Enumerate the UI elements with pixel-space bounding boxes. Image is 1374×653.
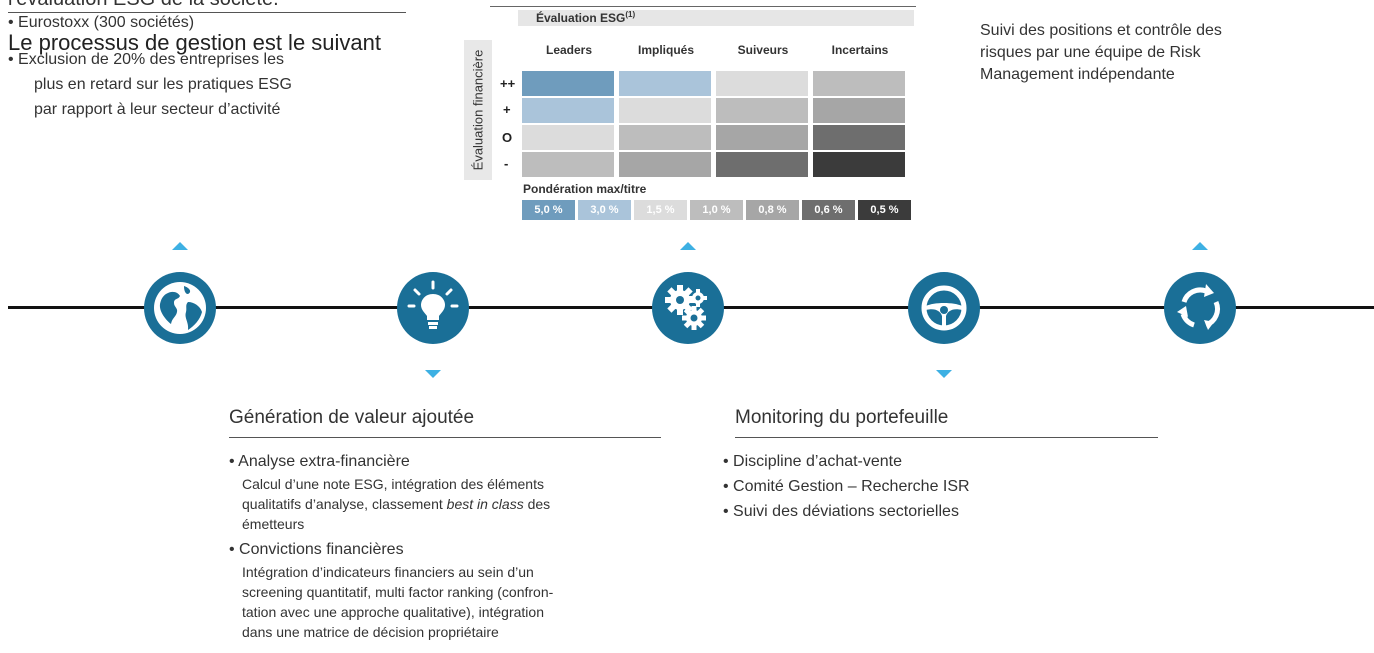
cut-heading: l'évaluation ESG de la société. — [8, 0, 279, 11]
matrix-cell — [522, 125, 614, 150]
analysis-text-line1: Calcul d’une note ESG, intégration des é… — [242, 476, 544, 492]
matrix-cell — [716, 152, 808, 177]
esg-title: Évaluation ESG(1) — [536, 10, 636, 25]
matrix-cell — [619, 98, 711, 123]
monitoring-section-title: Monitoring du portefeuille — [735, 407, 949, 428]
matrix-top-rule — [490, 6, 916, 7]
bullet-exclusion-line2: plus en retard sur les pratiques ESG — [34, 76, 292, 93]
financial-label-band — [464, 40, 492, 180]
monitoring-item-2: • Comité Gestion – Recherche ISR — [723, 478, 970, 495]
convictions-text-line3: tation avec une approche qualitative), i… — [242, 604, 544, 620]
convictions-text-line1: Intégration d’indicateurs financiers au … — [242, 564, 534, 580]
row-header-o: O — [502, 130, 513, 145]
process-title: Le processus de gestion est le suivant — [8, 30, 382, 55]
bullet-exclusion: • Exclusion de 20% des entreprises les — [8, 51, 284, 68]
analysis-text-line2: qualitatifs d’analyse, classement best i… — [242, 496, 551, 512]
pointer-up-1 — [172, 242, 188, 250]
weight-chip: 5,0 % — [522, 200, 575, 220]
matrix-cell — [619, 71, 711, 96]
esg-header-band — [518, 10, 914, 26]
matrix-cell — [522, 98, 614, 123]
matrix-cell — [716, 98, 808, 123]
row-header-plusplus: ++ — [500, 76, 516, 91]
matrix-cell — [813, 98, 905, 123]
weight-chip: 0,6 % — [802, 200, 855, 220]
analysis-title: • Analyse extra-financière — [229, 453, 410, 470]
matrix-cell — [813, 71, 905, 96]
pointer-down-2 — [425, 370, 441, 378]
bullet-exclusion-line3: par rapport à leur secteur d’activité — [34, 101, 281, 118]
weight-chip: 0,8 % — [746, 200, 799, 220]
analysis-text: Calcul d’une note ESG, intégration des é… — [242, 474, 682, 534]
matrix-cell — [813, 152, 905, 177]
matrix-cell — [522, 71, 614, 96]
col-header-incertains: Incertains — [831, 43, 889, 57]
risk-text-line1: Suivi des positions et contrôle des — [980, 22, 1222, 39]
step-circle-5 — [1164, 272, 1236, 344]
steering-wheel-icon — [921, 285, 967, 331]
matrix-cell — [522, 152, 614, 177]
weight-chip: 1,0 % — [690, 200, 743, 220]
risk-text-line2: risques par une équipe de Risk — [980, 44, 1201, 61]
matrix-cell — [619, 152, 711, 177]
value-section-title: Génération de valeur ajoutée — [229, 407, 475, 428]
monitoring-item-3: • Suivi des déviations sectorielles — [723, 503, 959, 520]
financial-axis-label: Évaluation financière — [470, 49, 486, 171]
weight-chip: 1,5 % — [634, 200, 687, 220]
step-circle-1 — [144, 272, 216, 344]
matrix-cell — [716, 125, 808, 150]
monitoring-item-1: • Discipline d’achat-vente — [723, 453, 903, 470]
weights-title: Pondération max/titre — [523, 182, 647, 196]
convictions-text-line4: dans une matrice de décision propriétair… — [242, 624, 499, 640]
bullet-eurostoxx: • Eurostoxx (300 sociétés) — [8, 14, 195, 31]
col-header-suiveurs: Suiveurs — [737, 43, 789, 57]
lightbulb-icon — [407, 280, 459, 329]
value-section-rule — [229, 437, 661, 438]
cycle-arrows-icon — [1177, 284, 1220, 330]
analysis-text-line3: émetteurs — [242, 516, 305, 532]
best-in-class-italic: best in class — [446, 496, 524, 512]
col-header-leaders: Leaders — [545, 43, 593, 57]
col-header-impliques: Impliqués — [637, 43, 694, 57]
heading-rule — [8, 12, 406, 13]
step-circle-2 — [397, 272, 469, 344]
convictions-title: • Convictions financières — [229, 541, 404, 558]
weight-chip: 0,5 % — [858, 200, 911, 220]
risk-text-line3: Management indépendante — [980, 66, 1175, 83]
convictions-text: Intégration d’indicateurs financiers au … — [242, 562, 682, 642]
pointer-up-3 — [680, 242, 696, 250]
globe-icon — [154, 282, 206, 334]
row-header-minus: - — [504, 156, 509, 171]
pointer-down-4 — [936, 370, 952, 378]
matrix-cell — [813, 125, 905, 150]
risk-text: Suivi des positions et contrôle des risq… — [980, 20, 1222, 86]
step-circle-4 — [908, 272, 980, 344]
step-circle-3 — [652, 272, 724, 344]
row-header-plus: + — [503, 102, 511, 117]
matrix-cell — [716, 71, 808, 96]
matrix-cell — [619, 125, 711, 150]
monitoring-section-rule — [735, 437, 1158, 438]
pointer-up-5 — [1192, 242, 1208, 250]
gears-icon — [665, 285, 707, 330]
weight-chip: 3,0 % — [578, 200, 631, 220]
convictions-text-line2: screening quantitatif, multi factor rank… — [242, 584, 554, 600]
